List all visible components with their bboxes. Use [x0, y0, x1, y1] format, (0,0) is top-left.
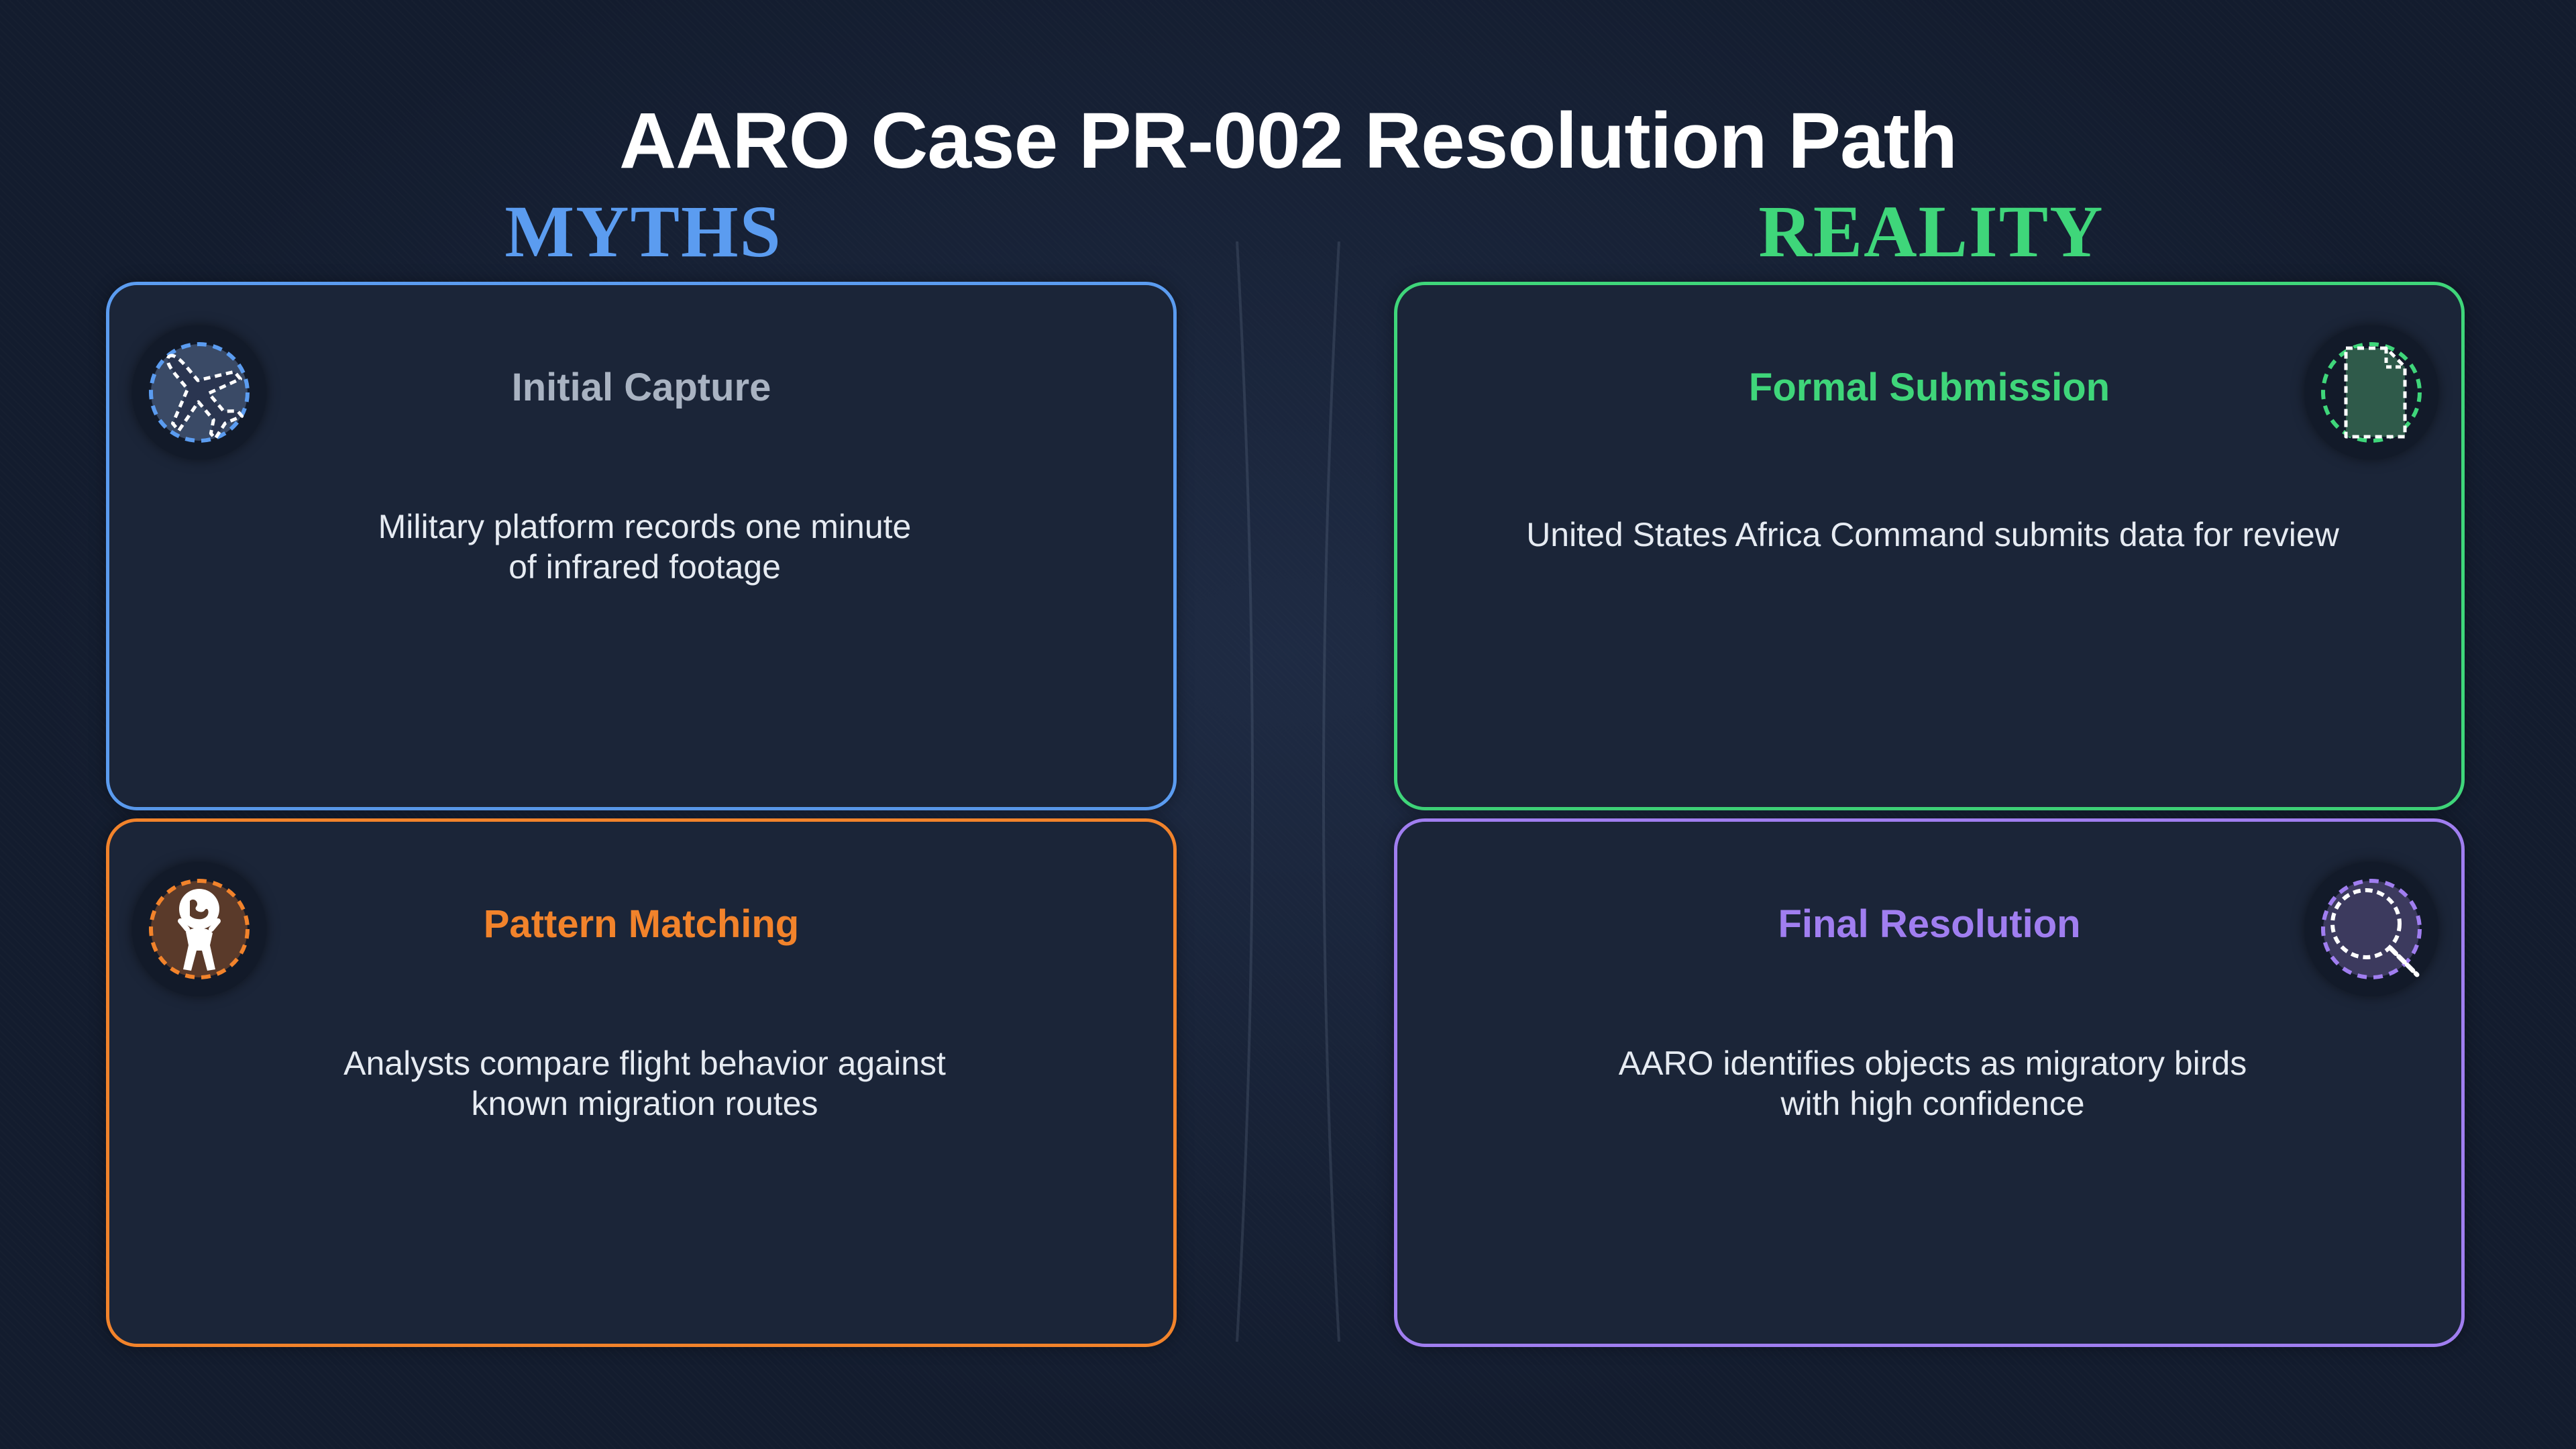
card-title: Final Resolution — [1778, 902, 2081, 946]
description-line: with high confidence — [1780, 1085, 2085, 1122]
reality-header: REALITY — [1758, 191, 2104, 272]
initial-capture-card: Initial Capture Military platform record… — [106, 282, 1177, 810]
card-title: Pattern Matching — [483, 902, 800, 946]
description-line: of infrared footage — [508, 548, 781, 586]
card-title: Initial Capture — [511, 366, 771, 409]
formal-submission-card: Formal Submission United States Africa C… — [1394, 282, 2465, 810]
airplane-icon — [132, 325, 266, 460]
description-line: AARO identifies objects as migratory bir… — [1618, 1044, 2247, 1082]
description-line: known migration routes — [471, 1085, 818, 1122]
description-line: Analysts compare flight behavior against — [343, 1044, 946, 1082]
card-description: United States Africa Command submits dat… — [1478, 515, 2387, 555]
magnifier-icon — [2304, 862, 2438, 996]
pattern-matching-card: Pattern Matching Analysts compare flight… — [106, 818, 1177, 1347]
page-title: AARO Case PR-002 Resolution Path — [619, 97, 1957, 185]
description-line: United States Africa Command submits dat… — [1526, 516, 2339, 553]
card-description: Analysts compare flight behavior against… — [311, 1043, 979, 1124]
center-divider — [1236, 241, 1340, 1342]
card-title: Formal Submission — [1748, 366, 2110, 409]
final-resolution-card: Final Resolution AARO identifies objects… — [1394, 818, 2465, 1347]
description-line: Military platform records one minute — [378, 508, 912, 545]
card-description: Military platform records one minute of … — [311, 506, 979, 587]
atlas-globe-icon — [132, 862, 266, 996]
myths-header: MYTHS — [504, 191, 782, 272]
card-description: AARO identifies objects as migratory bir… — [1599, 1043, 2267, 1124]
document-icon — [2304, 325, 2438, 460]
